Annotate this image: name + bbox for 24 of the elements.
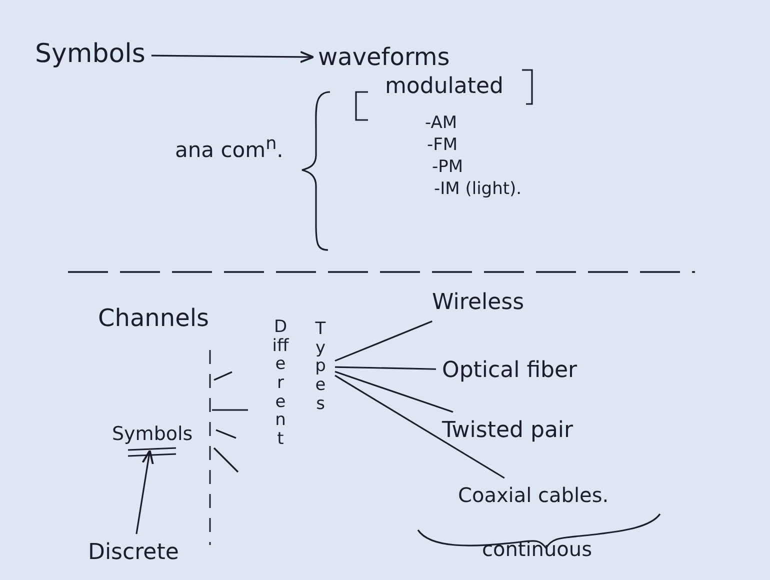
node-text: Symbols (112, 424, 193, 446)
list-item: -AM (425, 114, 458, 134)
node-text: waveforms (318, 44, 450, 72)
note-text: modulated (385, 74, 504, 100)
node-text: Optical fiber (442, 358, 578, 384)
note-text: Channels (98, 305, 210, 333)
heading-text: Symbols (35, 40, 146, 70)
list-item: -FM (427, 136, 458, 156)
node-text: Twisted pair (442, 418, 574, 444)
list-item: -PM (432, 158, 464, 178)
list-item: -IM (light). (434, 180, 522, 200)
vertical-text: Types (312, 320, 329, 414)
connector-line (334, 374, 505, 479)
note-text: ana com$^{n}$. (175, 134, 284, 162)
note-text: continuous (482, 538, 592, 561)
arrow (151, 50, 314, 64)
connector-line (334, 320, 432, 362)
connector-line (334, 366, 436, 370)
arrow (136, 450, 154, 534)
node-text: Coaxial cables. (458, 484, 609, 507)
vertical-text: Different (272, 318, 289, 449)
node-text: Discrete (88, 540, 179, 566)
connector-line (334, 370, 454, 413)
node-text: Wireless (432, 290, 524, 316)
